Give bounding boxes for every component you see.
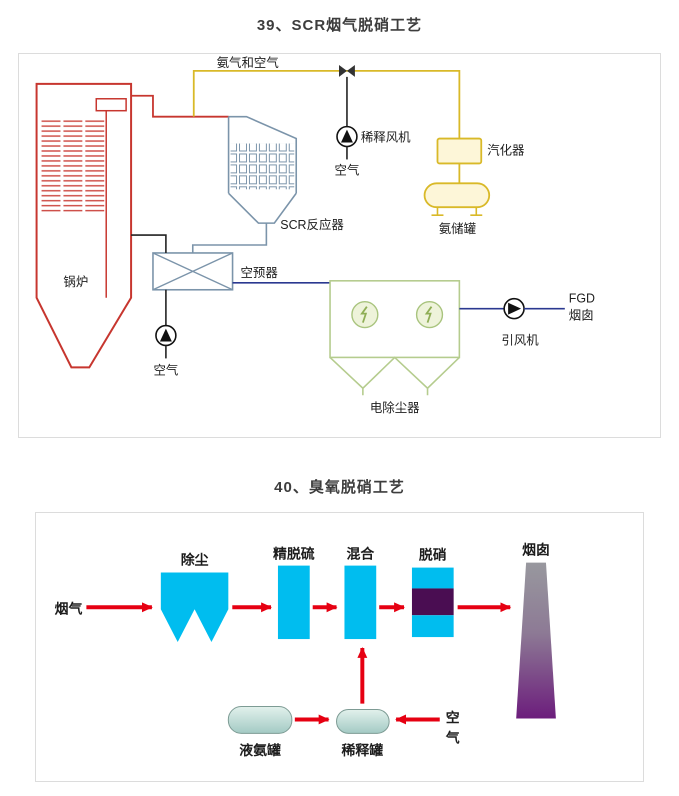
stack-label: 烟囱	[569, 309, 594, 323]
flue-duct-hot	[131, 94, 229, 118]
section-title-40: 40、臭氧脱硝工艺	[274, 479, 405, 496]
lightning-icon-2	[424, 306, 433, 323]
dilution-fan-blade	[340, 129, 353, 143]
section-title-39: 39、SCR烟气脱硝工艺	[256, 17, 423, 34]
ozone-diagram-frame: 烟气 除尘 精脱硫 混合 脱硝 烟囱	[35, 512, 644, 782]
air-bottom-label: 空气	[153, 362, 178, 377]
hot-air-pipe	[131, 234, 167, 253]
scr-reactor-label: SCR反应器	[280, 217, 344, 232]
combustion-air-path: 空气	[131, 234, 178, 377]
denitration-top	[411, 567, 454, 589]
valve-left	[339, 64, 347, 77]
boiler-outline	[35, 82, 133, 369]
ammonia-tank-label: 氨储罐	[439, 221, 476, 236]
ammonia-tank: 氨储罐	[423, 182, 491, 236]
dilution-fan: 稀释风机 空气	[335, 76, 411, 177]
esp-hoppers	[329, 356, 460, 396]
chimney-shape	[516, 562, 556, 719]
vaporizer-body	[436, 137, 483, 165]
air-preheater-label: 空预器	[241, 266, 279, 280]
boiler: 锅炉	[35, 82, 133, 369]
fine-desulfurization-label: 精脱硫	[273, 546, 315, 562]
id-fan-section: 引风机 FGD 烟囱	[459, 292, 595, 347]
esp-label: 电除尘器	[370, 400, 420, 415]
boiler-drum	[95, 98, 127, 112]
ammonia-tank-legs	[431, 207, 483, 216]
mixing-block	[344, 565, 377, 640]
air-fan-blade	[159, 328, 172, 342]
scr-reactor: SCR反应器	[191, 115, 344, 253]
air-preheater-cross	[152, 252, 233, 291]
flue-gas-label: 烟气	[55, 600, 83, 616]
air-top-label: 空气	[335, 162, 360, 177]
dust-removal-block	[160, 572, 229, 643]
fine-desulfurization-block	[277, 565, 310, 640]
dilution-tank	[336, 709, 390, 734]
air-preheater: 空预器	[152, 252, 279, 291]
denitration-bottom	[411, 615, 454, 638]
valve-right	[346, 64, 355, 77]
air-label-char-2: 气	[445, 729, 460, 745]
liquid-ammonia-tank	[227, 706, 293, 734]
boiler-coil-3	[85, 118, 105, 214]
scr-outlet-duct	[191, 223, 268, 253]
ozone-diagram: 烟气 除尘 精脱硫 混合 脱硝 烟囱	[55, 542, 556, 758]
mixing-label: 混合	[346, 546, 374, 562]
scr-diagram-frame: 锅炉 氨气和空气 稀释风机 空气	[18, 53, 661, 438]
ammonia-tank-body	[423, 182, 491, 209]
dust-removal-label: 除尘	[181, 552, 209, 568]
dilution-fan-label: 稀释风机	[361, 131, 411, 145]
air-label-char-1: 空	[446, 709, 460, 725]
ammonia-air-line: 氨气和空气	[192, 55, 461, 184]
chimney-label: 烟囱	[522, 542, 550, 558]
vaporizer: 汽化器	[436, 137, 525, 165]
esp: 电除尘器	[329, 280, 461, 415]
boiler-label: 锅炉	[63, 274, 88, 289]
id-fan-label: 引风机	[501, 333, 539, 347]
lightning-icon-1	[360, 306, 368, 323]
boiler-coil-1	[41, 118, 61, 214]
vaporizer-label: 汽化器	[487, 142, 525, 157]
ammonia-air-label: 氨气和空气	[217, 55, 279, 70]
denitration-catalyst-band	[411, 588, 454, 616]
flow-arrows	[86, 602, 512, 725]
scr-catalyst-layers	[230, 143, 295, 190]
ammonia-line	[192, 70, 461, 139]
denitration-block	[411, 567, 454, 638]
id-fan-blade	[508, 302, 522, 315]
dilution-tank-label: 稀释罐	[342, 742, 384, 758]
valve-icon	[339, 64, 355, 77]
liquid-ammonia-tank-label: 液氨罐	[239, 742, 281, 758]
fgd-label: FGD	[569, 292, 595, 306]
scr-diagram: 锅炉 氨气和空气 稀释风机 空气	[35, 55, 595, 415]
boiler-coil-2	[63, 118, 83, 214]
denitration-label: 脱硝	[419, 547, 447, 563]
